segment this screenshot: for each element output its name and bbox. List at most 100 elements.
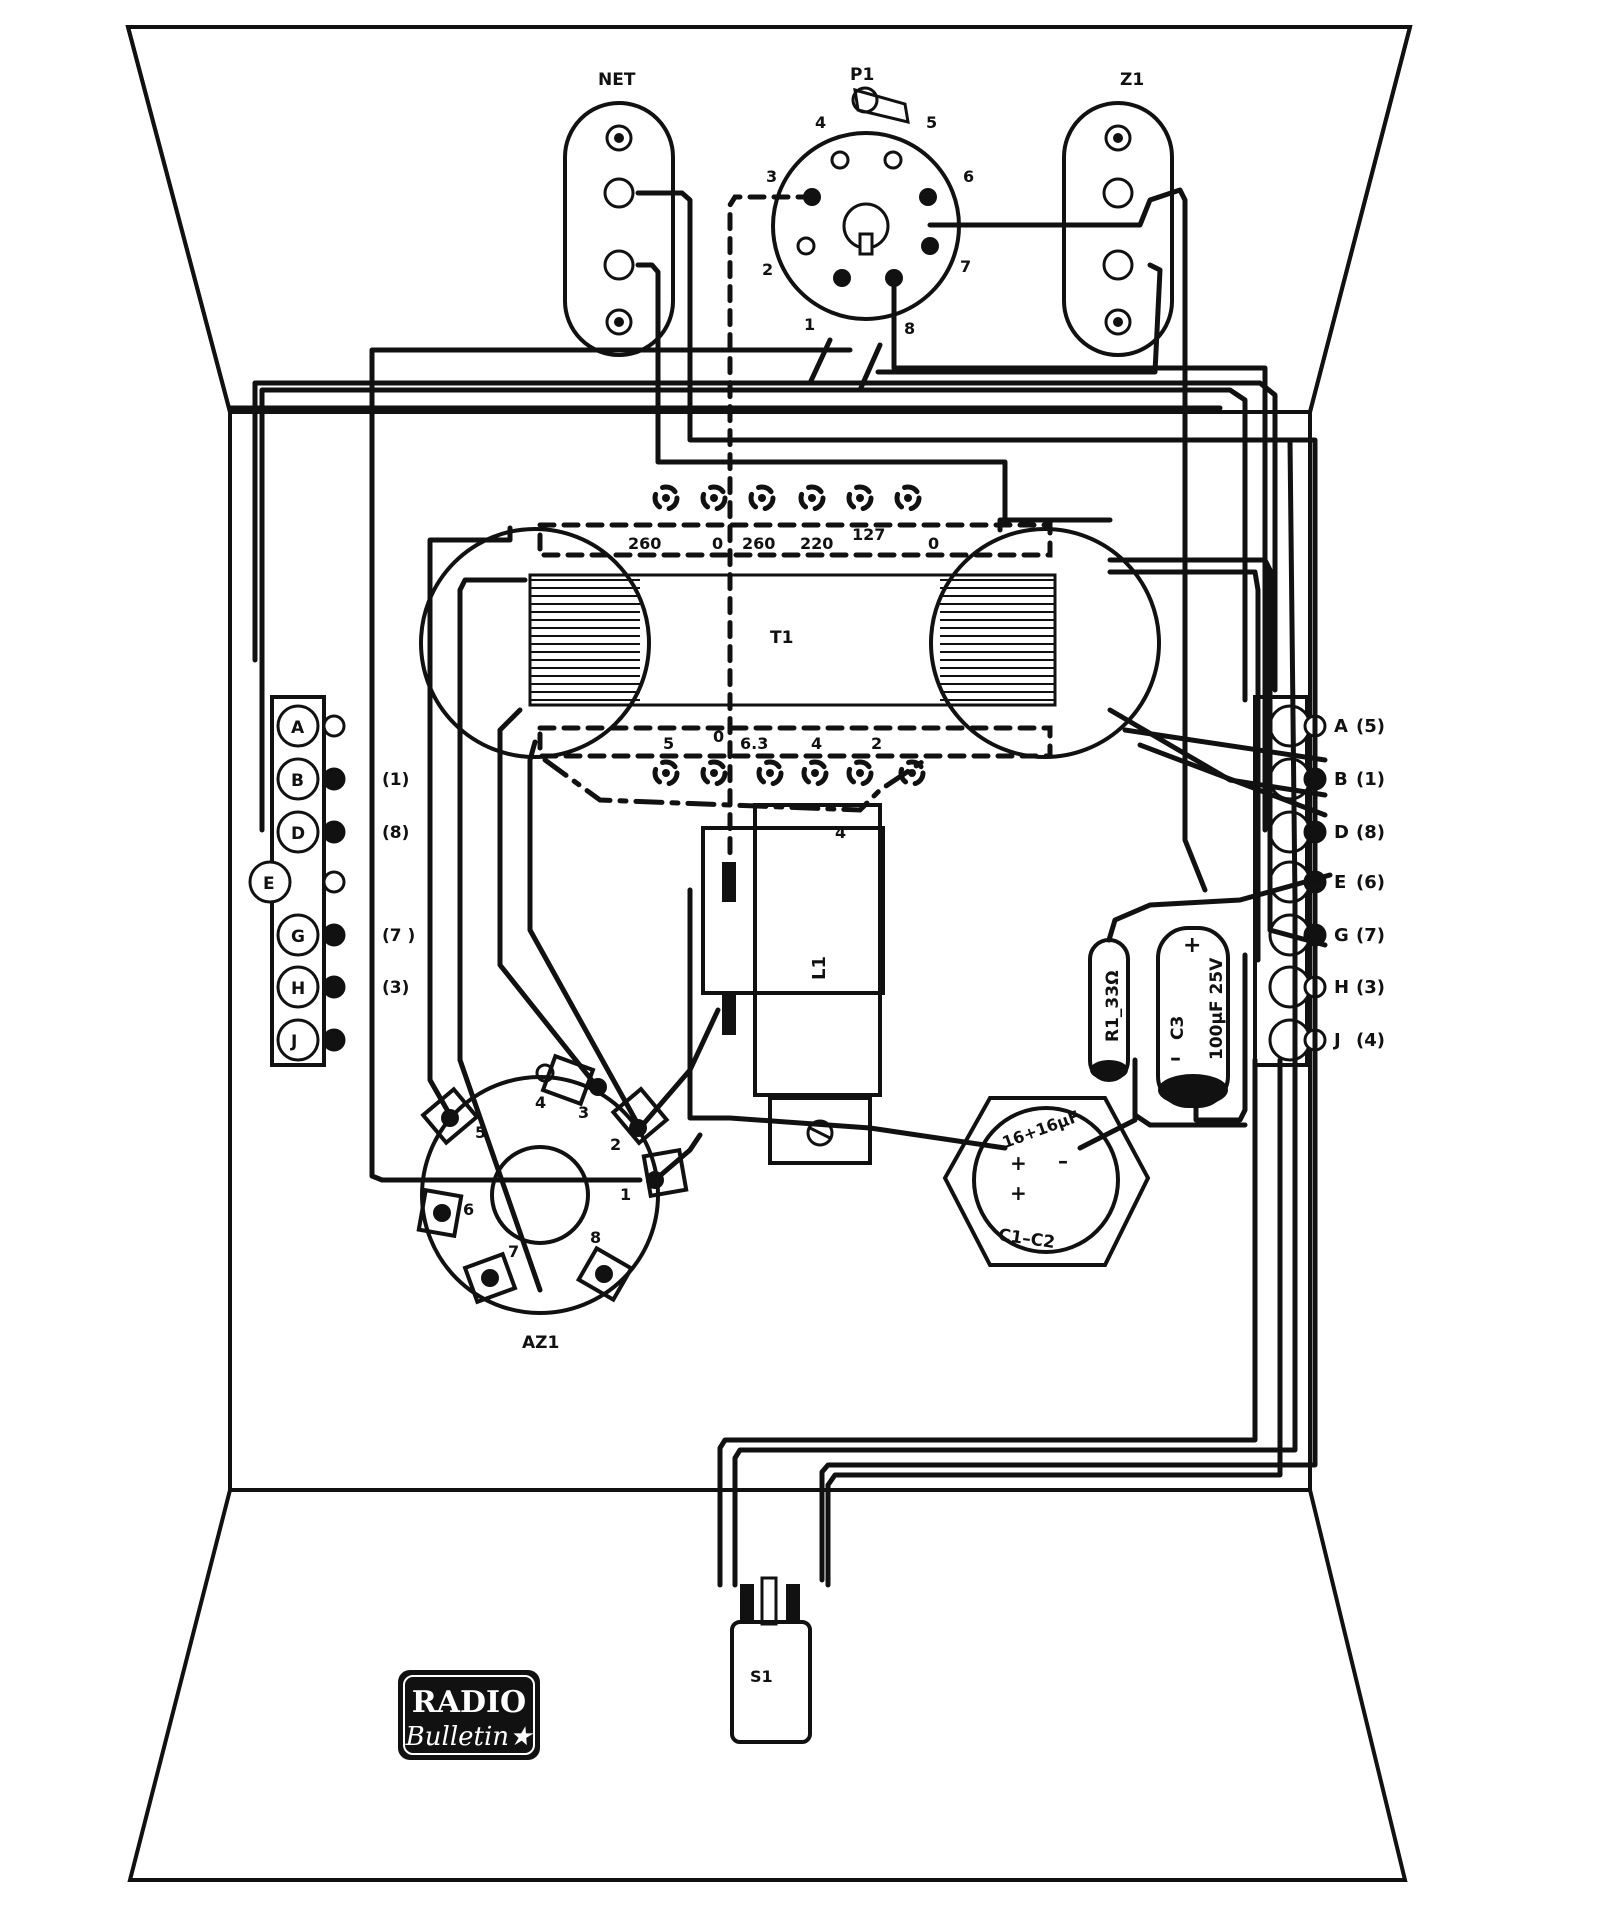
terminal-note: (5) [1356, 716, 1385, 737]
right-terminal-j: J (4) [1268, 1018, 1385, 1062]
p1-label: P1 [850, 65, 874, 85]
az1-socket [416, 1053, 689, 1315]
c3-value: 100μF 25V [1207, 957, 1227, 1060]
c1c2-label: C1–C2 [997, 1225, 1056, 1253]
az1-pin-6: 6 [463, 1200, 474, 1219]
terminal-letter: E [263, 874, 275, 894]
az1-pin-5: 5 [475, 1123, 486, 1142]
t1-tap-127: 127 [852, 525, 885, 544]
terminal-solder-point [322, 767, 346, 791]
az1-pin-4: 4 [535, 1093, 546, 1112]
c1c2-minus: – [1058, 1149, 1068, 1173]
terminal-note: (1) [1356, 769, 1385, 790]
t1-sec-0: 0 [713, 727, 724, 746]
c1c2-capacitor [942, 1096, 1151, 1267]
terminal-letter: B [291, 771, 304, 791]
t1-label: T1 [770, 628, 793, 648]
c1c2-plus-2: + [1010, 1181, 1027, 1205]
terminal-solder-point [322, 870, 346, 894]
terminal-solder-point [322, 1028, 346, 1052]
terminal-note: (8) [1356, 822, 1385, 843]
p1-pin-7: 7 [960, 257, 971, 276]
terminal-letter: D [291, 824, 305, 844]
terminal-letter: A [1334, 716, 1348, 737]
terminal-lug [276, 965, 320, 1009]
right-terminal-e: E (6) [1268, 860, 1385, 904]
terminal-lug [276, 810, 320, 854]
right-terminal-list: A (5) B (1) D (8) E (6) G (7) H (3) J (4) [1268, 704, 1385, 1062]
terminal-letter: G [291, 927, 305, 947]
right-terminal-b: B (1) [1268, 757, 1385, 801]
terminal-letter: E [1334, 872, 1346, 893]
c3-minus: – [1170, 1046, 1181, 1071]
t1-tap-260a: 260 [628, 534, 661, 553]
left-terminal-h: H (3) [276, 965, 409, 1009]
left-terminal-e: E [248, 860, 346, 904]
terminal-note: (4) [1356, 1030, 1385, 1051]
t1-tap-0b: 0 [928, 534, 939, 553]
t1-sec-5: 5 [663, 734, 674, 753]
r1-label: R1_33Ω [1103, 970, 1123, 1042]
terminal-letter: J [290, 1032, 297, 1052]
left-terminal-j: J [276, 1018, 346, 1062]
terminal-letter: H [291, 979, 305, 999]
az1-pin-1: 1 [620, 1185, 631, 1204]
left-terminal-d: D (8) [276, 810, 409, 854]
az1-label: AZ1 [522, 1333, 559, 1353]
terminal-letter: D [1334, 822, 1349, 843]
terminal-letter: J [1332, 1030, 1341, 1051]
net-label: NET [598, 70, 636, 90]
az1-pin-2: 2 [610, 1135, 621, 1154]
z1-label: Z1 [1120, 70, 1144, 90]
t1-sec-2: 2 [871, 734, 882, 753]
left-terminal-a: A [276, 704, 346, 748]
l1-choke [701, 803, 885, 1165]
terminal-lug [276, 1018, 320, 1062]
terminal-lug [276, 913, 320, 957]
terminal-note: (8) [382, 823, 409, 843]
c3-label: C3 [1168, 1016, 1188, 1040]
p1-pin-6: 6 [963, 167, 974, 186]
c3-capacitor [1156, 926, 1230, 1108]
az1-pin-7: 7 [508, 1242, 519, 1261]
t1-tap-220: 220 [800, 534, 833, 553]
right-terminal-g: G (7) [1268, 913, 1385, 957]
wiring [227, 187, 1333, 1588]
terminal-note: (7) [1356, 925, 1385, 946]
c1c2-plus-1: + [1010, 1151, 1027, 1175]
t1-transformer [419, 484, 1161, 787]
t1-sec-6.3: 6.3 [740, 734, 768, 753]
p1-pin-8: 8 [904, 319, 915, 338]
right-terminal-d: D (8) [1268, 810, 1385, 854]
chassis-outline [125, 25, 1413, 1882]
c3-plus: + [1183, 933, 1201, 958]
terminal-note: (1) [382, 770, 409, 790]
p1-pin-1: 1 [804, 315, 815, 334]
s1-label: S1 [750, 1667, 773, 1686]
left-terminal-b: B (1) [276, 757, 409, 801]
t1-sec-4: 4 [811, 734, 822, 753]
terminal-letter: A [291, 718, 305, 738]
terminal-note: (7 ) [382, 926, 415, 946]
terminal-solder-point [322, 714, 346, 738]
net-socket [563, 101, 675, 357]
radio-bulletin-logo [398, 1670, 540, 1760]
terminal-note: (6) [1356, 872, 1385, 893]
terminal-note: (3) [382, 978, 409, 998]
p1-pin-5: 5 [926, 113, 937, 132]
terminal-lug [248, 860, 292, 904]
right-terminal-h: H (3) [1268, 965, 1385, 1009]
s1-switch [730, 1576, 812, 1744]
terminal-solder-point [322, 923, 346, 947]
terminal-note: (3) [1356, 977, 1385, 998]
p1-pin-3: 3 [766, 167, 777, 186]
terminal-letter: H [1334, 977, 1349, 998]
t1-tap-260b: 260 [742, 534, 775, 553]
logo-line1: RADIO [412, 1685, 526, 1720]
left-terminal-list: A B (1) D (8) E G (7 ) H (3) J [248, 704, 415, 1062]
terminal-letter: G [1334, 925, 1349, 946]
terminal-letter: B [1334, 769, 1348, 790]
terminal-lug [276, 757, 320, 801]
terminal-lug [276, 704, 320, 748]
